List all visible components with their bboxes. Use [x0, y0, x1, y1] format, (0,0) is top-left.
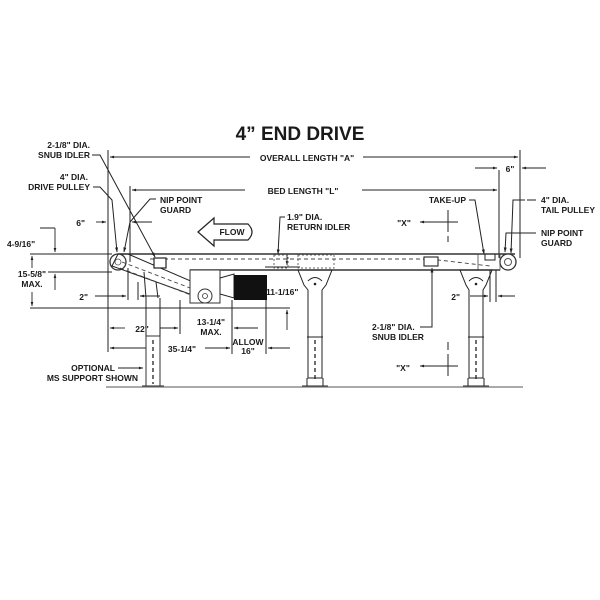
- flow-arrow: FLOW: [197, 216, 253, 248]
- left-6in-dimension: 6": [76, 218, 152, 228]
- right-6in-dimension: 6": [475, 164, 546, 174]
- callout-snub-idler-bottom: 2-1/8" DIA. SNUB IDLER: [372, 267, 434, 342]
- drawing-title: 4” END DRIVE: [236, 124, 365, 145]
- svg-text:GUARD: GUARD: [541, 238, 572, 248]
- tail-pulley: [499, 253, 517, 271]
- svg-text:SNUB IDLER: SNUB IDLER: [38, 150, 90, 160]
- right-6in-label: 6": [506, 164, 515, 174]
- svg-text:SNUB IDLER: SNUB IDLER: [372, 332, 424, 342]
- allow-16-label: 16": [241, 346, 255, 356]
- callout-optional-support: OPTIONAL MS SUPPORT SHOWN: [47, 363, 144, 383]
- svg-text:"X": "X": [396, 363, 410, 373]
- svg-text:"X": "X": [397, 218, 411, 228]
- right-2in-dimension: 2": [451, 270, 515, 302]
- right-support-stand: [459, 269, 493, 387]
- svg-text:NIP POINT: NIP POINT: [541, 228, 584, 238]
- overall-length-dimension: OVERALL LENGTH "A": [107, 150, 521, 262]
- svg-text:4" DIA.: 4" DIA.: [541, 195, 569, 205]
- dim-22-label: 22": [135, 324, 149, 334]
- callout-nip-guard-right: NIP POINT GUARD: [503, 228, 584, 253]
- svg-text:TAKE-UP: TAKE-UP: [429, 195, 466, 205]
- snub-idler-left: [153, 257, 167, 269]
- callout-tail-pulley: 4" DIA. TAIL PULLEY: [509, 195, 595, 254]
- height-15-5-8-label: 15-5/8": [18, 269, 46, 279]
- dim-13-label: 13-1/4": [197, 317, 225, 327]
- svg-text:MS SUPPORT SHOWN: MS SUPPORT SHOWN: [47, 373, 138, 383]
- svg-text:2-1/8" DIA.: 2-1/8" DIA.: [372, 322, 415, 332]
- drive-pulley: [109, 253, 127, 271]
- svg-text:RETURN IDLER: RETURN IDLER: [287, 222, 350, 232]
- svg-text:GUARD: GUARD: [160, 205, 191, 215]
- svg-text:NIP POINT: NIP POINT: [160, 195, 203, 205]
- allow-label: ALLOW: [232, 337, 264, 347]
- callout-drive-pulley: 4" DIA. DRIVE PULLEY: [28, 172, 119, 253]
- conveyor-bed: [109, 253, 517, 387]
- svg-text:TAIL PULLEY: TAIL PULLEY: [541, 205, 595, 215]
- height-max-label: MAX.: [21, 279, 42, 289]
- right-2in-label: 2": [451, 292, 460, 302]
- dim-35-label: 35-1/4": [168, 344, 196, 354]
- callout-snub-idler-top: 2-1/8" DIA. SNUB IDLER: [38, 140, 156, 258]
- svg-text:OPTIONAL: OPTIONAL: [71, 363, 115, 373]
- dim-11-dimension: 11-1/16": [265, 255, 300, 330]
- callout-return-idler: 1.9" DIA. RETURN IDLER: [276, 212, 350, 255]
- bed-length-label: BED LENGTH "L": [268, 186, 339, 196]
- callout-nip-guard-left: NIP POINT GUARD: [123, 195, 203, 253]
- overall-length-label: OVERALL LENGTH "A": [260, 153, 354, 163]
- svg-text:2-1/8" DIA.: 2-1/8" DIA.: [47, 140, 90, 150]
- middle-support-stand: [297, 269, 333, 387]
- drive-motor: [234, 275, 267, 300]
- section-x-bottom: "X": [396, 342, 458, 376]
- dim-11-label: 11-1/16": [266, 287, 298, 297]
- height-4-9-16-label: 4-9/16": [7, 239, 35, 249]
- flow-label: FLOW: [219, 227, 245, 237]
- svg-text:DRIVE PULLEY: DRIVE PULLEY: [28, 182, 90, 192]
- left-2in-dimension: 2": [79, 268, 160, 302]
- svg-text:1.9" DIA.: 1.9" DIA.: [287, 212, 322, 222]
- dim-13-max-label: MAX.: [200, 327, 221, 337]
- left-2in-label: 2": [79, 292, 88, 302]
- svg-text:4" DIA.: 4" DIA.: [60, 172, 88, 182]
- bed-length-dimension: BED LENGTH "L": [129, 170, 500, 262]
- callout-take-up: TAKE-UP: [429, 195, 485, 255]
- section-x-top: "X": [397, 210, 458, 242]
- snub-idler-right: [423, 256, 439, 267]
- left-6in-label: 6": [76, 218, 85, 228]
- gearbox: [189, 269, 221, 304]
